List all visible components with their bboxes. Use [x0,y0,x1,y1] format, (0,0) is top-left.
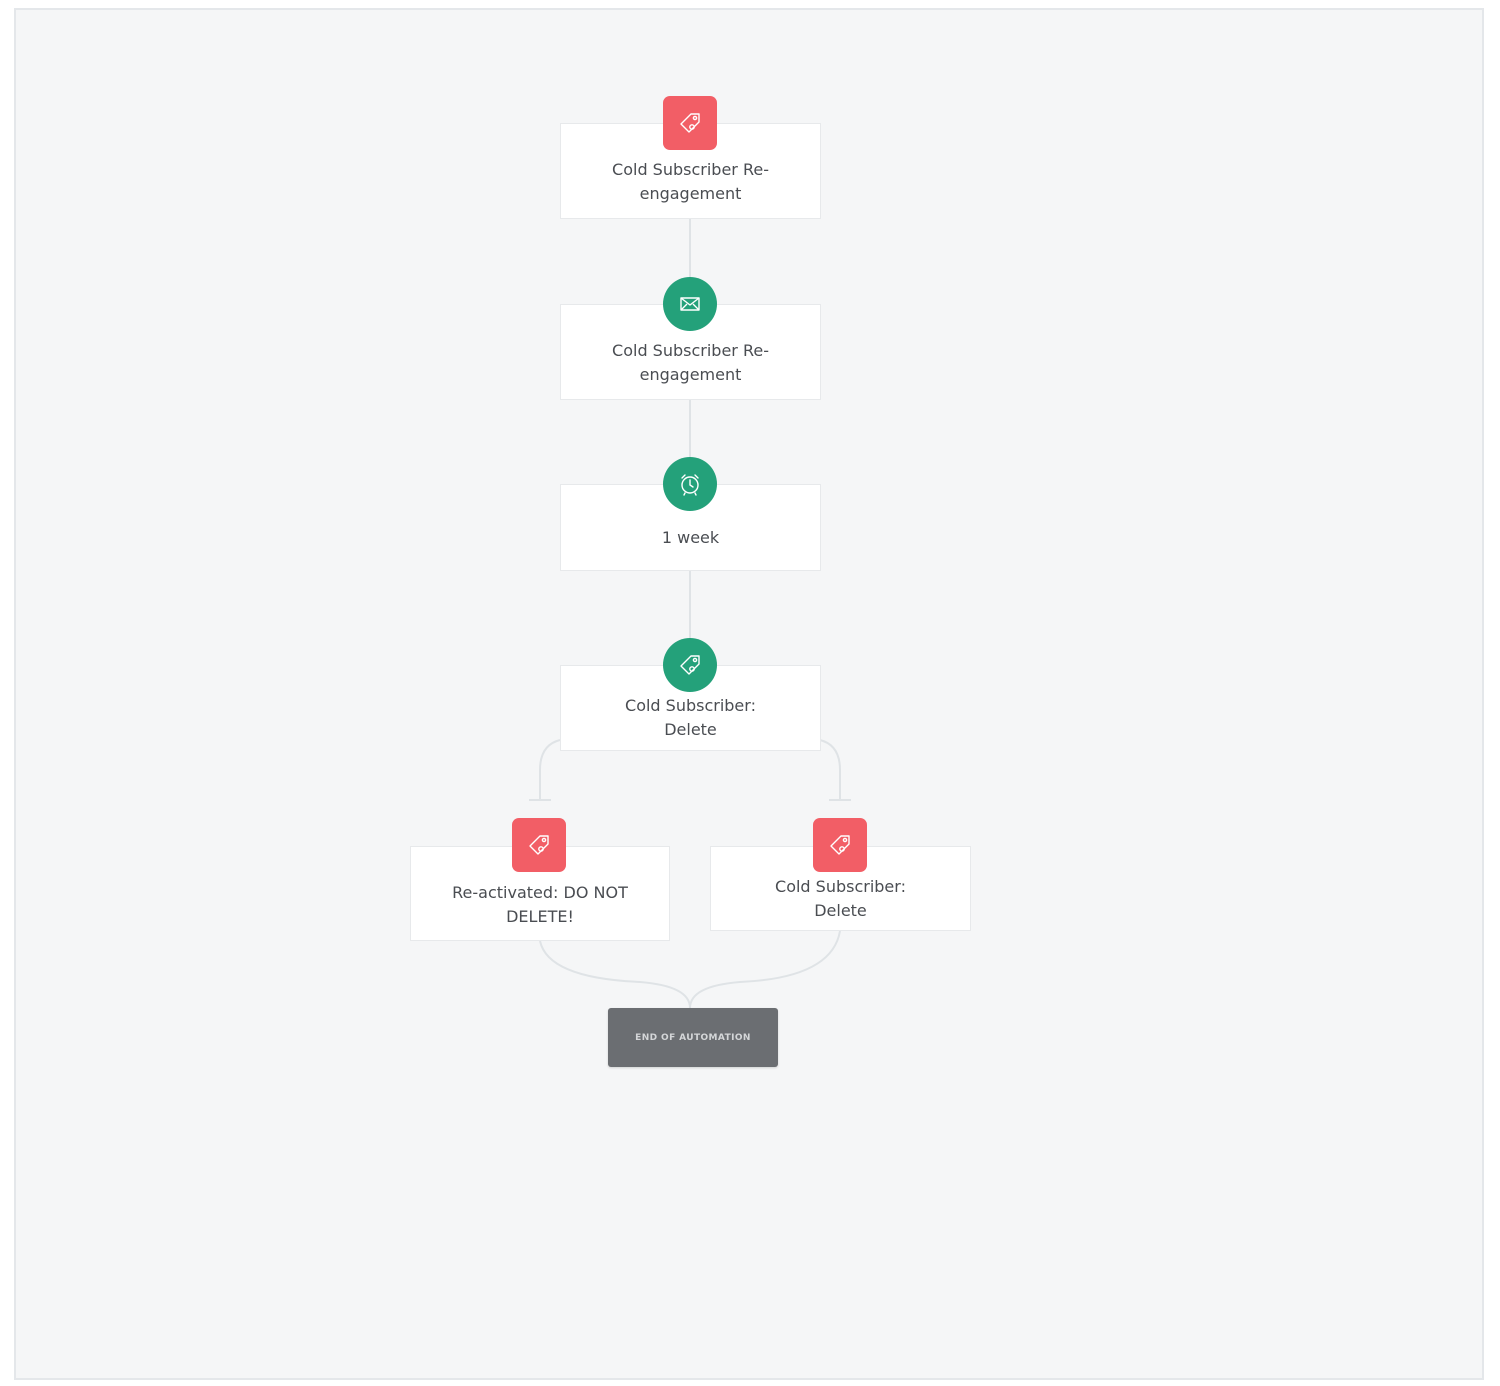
tag-icon[interactable] [512,818,566,872]
node-label: Cold Subscriber: Delete [561,694,820,742]
node-label-line: Re-activated: DO NOT DELETE! [452,882,628,926]
tag-icon[interactable] [663,96,717,150]
node-label: 1 week [622,526,759,550]
alarm-clock-icon[interactable] [663,457,717,511]
tag-icon[interactable] [663,638,717,692]
node-label-line: 1 week [661,527,720,547]
end-of-automation-label: END OF AUTOMATION [635,1032,751,1043]
tag-icon[interactable] [813,818,867,872]
node-label: Re-activated: DO NOT DELETE! [412,881,668,929]
workflow-node-branch-yes[interactable]: Re-activated: DO NOT DELETE! [410,846,670,941]
node-label-line: Cold Subscriber: Delete [625,696,756,739]
node-label-line: Cold Subscriber Re- engagement [612,160,769,203]
envelope-icon[interactable] [663,277,717,331]
node-label: Cold Subscriber Re- engagement [572,158,809,206]
node-label: Cold Subscriber Re- engagement [572,339,809,387]
node-label-line: Cold Subscriber: Delete [775,876,906,920]
node-label-line: Cold Subscriber Re- engagement [612,341,769,384]
end-of-automation-node[interactable]: END OF AUTOMATION [608,1008,778,1067]
node-label: Cold Subscriber: Delete [711,875,970,923]
